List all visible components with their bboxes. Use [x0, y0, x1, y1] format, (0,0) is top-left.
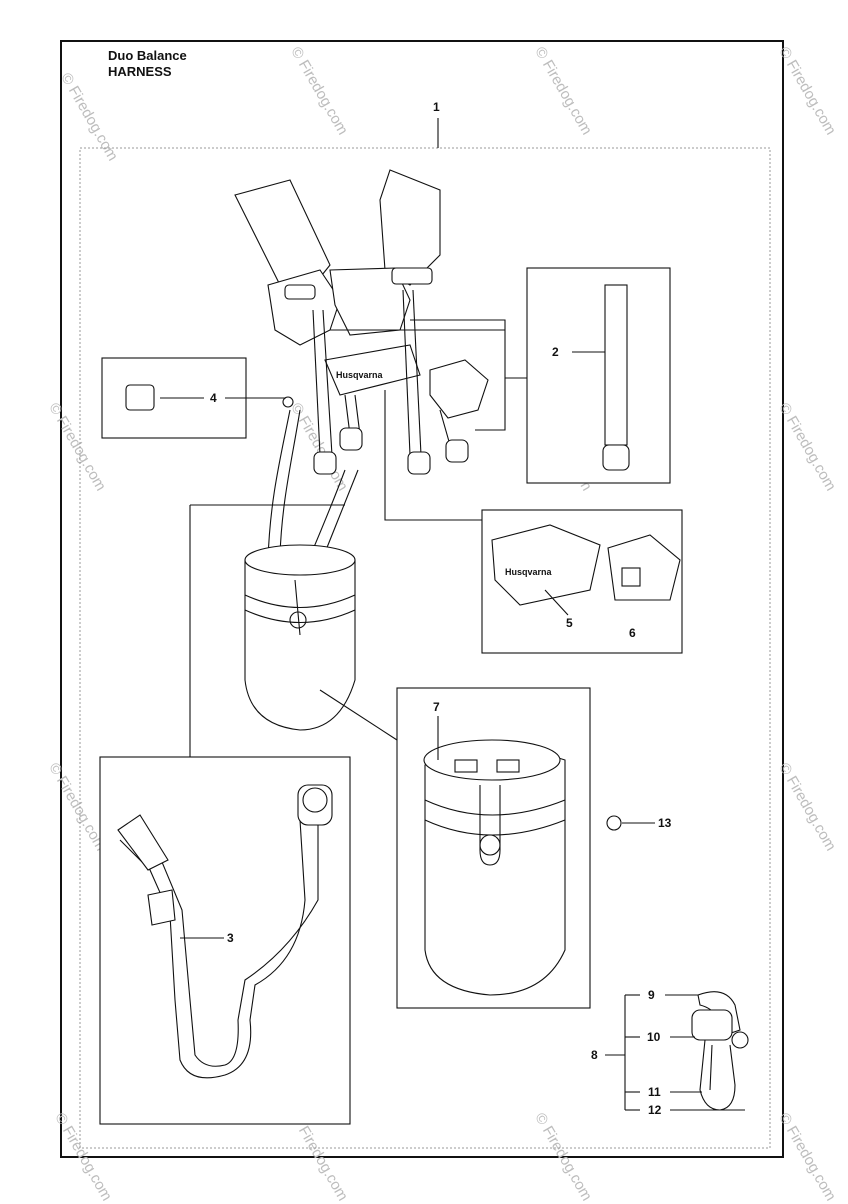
- callout-11: 11: [648, 1085, 661, 1099]
- callout-4: 4: [210, 391, 217, 405]
- callout-10: 10: [647, 1030, 661, 1044]
- assembly-boundary: [79, 147, 771, 1149]
- callout-2: 2: [552, 345, 559, 359]
- callout-5: 5: [566, 616, 573, 630]
- callout-7: 7: [433, 700, 440, 714]
- box-part-2: [526, 267, 671, 484]
- long-strap-part: [117, 784, 333, 1079]
- callout-1: 1: [433, 100, 440, 114]
- section-name: HARNESS: [108, 64, 172, 79]
- diagram-title: Duo Balance HARNESS: [108, 48, 187, 80]
- callout-12: 12: [648, 1103, 662, 1117]
- clip-part: [607, 534, 681, 601]
- callout-6: 6: [629, 626, 636, 640]
- model-name: Duo Balance: [108, 48, 187, 63]
- strap-part: [604, 284, 628, 446]
- brand-label: Husqvarna: [505, 567, 553, 577]
- brand-label: Husqvarna: [336, 370, 384, 380]
- diagram-frame: [60, 40, 784, 1158]
- callout-9: 9: [648, 988, 655, 1002]
- logo-cover-part: [491, 524, 601, 606]
- callout-3: 3: [227, 931, 234, 945]
- hook-assembly: [691, 991, 749, 1111]
- part-13: [606, 815, 622, 831]
- bag-illustration: [244, 544, 356, 731]
- harness-illustration: Husqvarna: [234, 169, 489, 586]
- callout-8: 8: [591, 1048, 598, 1062]
- pouch-part: [423, 739, 566, 996]
- buckle-part: [125, 384, 155, 411]
- callout-13: 13: [658, 816, 672, 830]
